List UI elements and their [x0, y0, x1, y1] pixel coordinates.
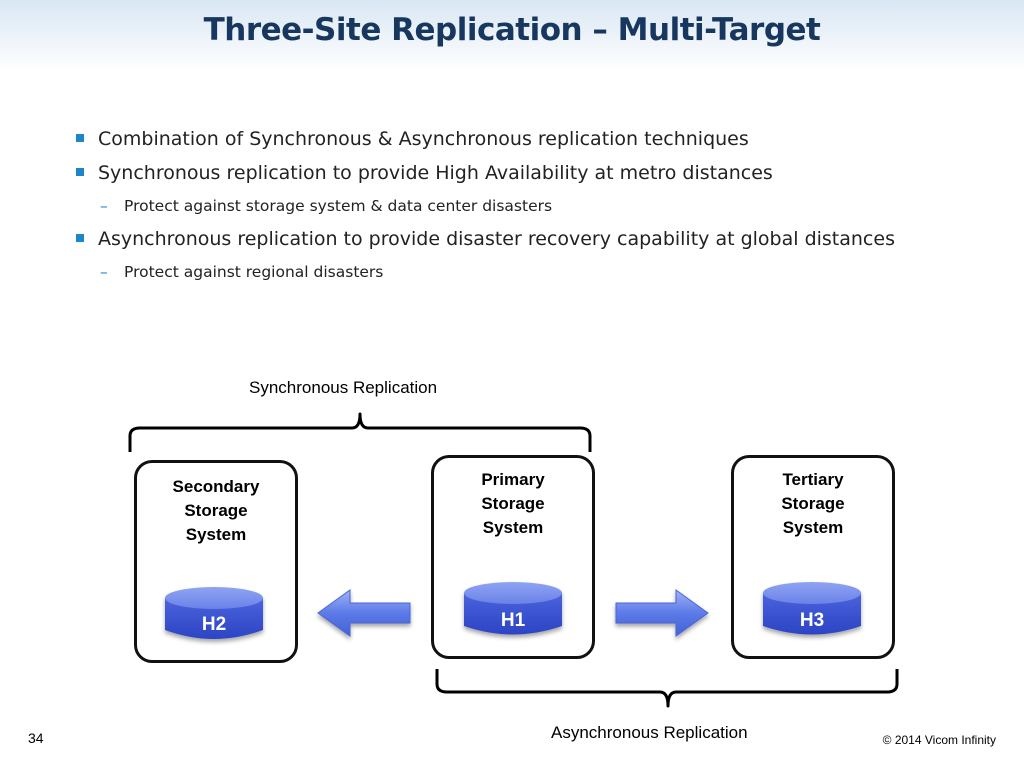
- sub-bullet-item: – Protect against regional disasters: [74, 256, 1004, 288]
- left-arrow-icon: [317, 589, 411, 637]
- disk-h2-icon: [165, 587, 263, 639]
- disk-h3-icon: [763, 582, 861, 635]
- copyright-notice: © 2014 Vicom Infinity: [882, 733, 996, 747]
- page-number: 34: [28, 730, 44, 746]
- right-arrow-icon: [615, 589, 709, 637]
- secondary-storage-label: Secondary Storage System: [172, 477, 260, 544]
- slide-title: Three-Site Replication – Multi-Target: [203, 12, 821, 48]
- bullet-item: Combination of Synchronous & Asynchronou…: [74, 122, 1004, 156]
- tertiary-storage-label: Tertiary Storage System: [781, 470, 845, 537]
- bullet-item: Asynchronous replication to provide disa…: [74, 222, 1004, 256]
- async-replication-label: Asynchronous Replication: [551, 723, 748, 742]
- disk-h2-label: H2: [201, 614, 227, 635]
- bullet-text: Combination of Synchronous & Asynchronou…: [98, 128, 749, 150]
- square-bullet-icon: [76, 168, 84, 176]
- sync-replication-label: Synchronous Replication: [249, 378, 438, 397]
- sub-bullet-text: Protect against storage system & data ce…: [124, 197, 553, 215]
- primary-storage-label: Primary Storage System: [481, 470, 545, 537]
- dash-bullet-icon: –: [100, 263, 108, 281]
- disk-h1-label: H1: [500, 610, 526, 631]
- sync-bracket: [128, 412, 592, 452]
- bullet-list: Combination of Synchronous & Asynchronou…: [74, 122, 1004, 288]
- bullet-text: Asynchronous replication to provide disa…: [98, 228, 895, 250]
- disk-h1-icon: [464, 582, 562, 635]
- square-bullet-icon: [76, 234, 84, 242]
- title-band: [0, 0, 1024, 72]
- sub-bullet-text: Protect against regional disasters: [124, 263, 384, 281]
- bullet-text: Synchronous replication to provide High …: [98, 162, 773, 184]
- sub-bullet-item: – Protect against storage system & data …: [74, 190, 1004, 222]
- bullet-item: Synchronous replication to provide High …: [74, 156, 1004, 190]
- dash-bullet-icon: –: [100, 197, 108, 215]
- async-bracket: [435, 669, 899, 708]
- square-bullet-icon: [76, 134, 84, 142]
- disk-h3-label: H3: [799, 610, 825, 631]
